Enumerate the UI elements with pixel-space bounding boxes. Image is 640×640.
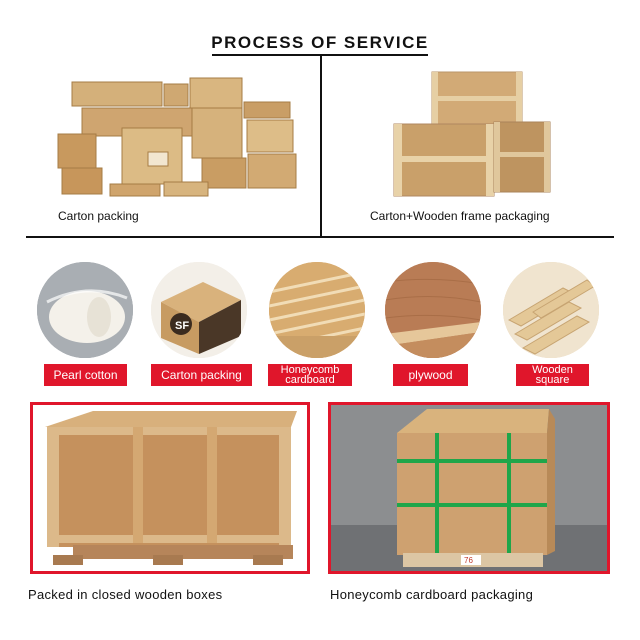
carton-packing-caption: Carton packing bbox=[58, 209, 139, 223]
closed-wooden-box-caption: Packed in closed wooden boxes bbox=[28, 587, 223, 602]
closed-wooden-box-frame bbox=[30, 402, 310, 574]
carton-wooden-frame-caption: Carton+Wooden frame packaging bbox=[370, 209, 550, 223]
sf-logo-text: SF bbox=[175, 320, 189, 332]
honeycomb-cardboard-label: Honeycomb cardboard bbox=[268, 364, 352, 386]
carton-stack-photo bbox=[57, 77, 297, 197]
closed-wooden-box-photo bbox=[33, 405, 307, 571]
carton-packing-label: Carton packing bbox=[151, 364, 252, 386]
page-title: PROCESS OF SERVICE bbox=[211, 33, 429, 52]
vertical-divider bbox=[320, 56, 322, 236]
carton-packing-photo: SF bbox=[151, 262, 247, 358]
wooden-frame-carton-photo bbox=[393, 71, 551, 197]
honeycomb-cardboard-photo bbox=[269, 262, 365, 358]
plywood-photo bbox=[385, 262, 481, 358]
plywood-label: plywood bbox=[393, 364, 468, 386]
horizontal-divider bbox=[26, 236, 614, 238]
box-tag-text: 76 bbox=[464, 556, 473, 565]
wooden-square-label: Wooden square bbox=[516, 364, 589, 386]
honeycomb-box-photo: 76 bbox=[331, 405, 607, 571]
honeycomb-box-caption: Honeycomb cardboard packaging bbox=[330, 587, 534, 602]
honeycomb-box-frame: 76 bbox=[328, 402, 610, 574]
wooden-square-photo bbox=[503, 262, 599, 358]
pearl-cotton-label: Pearl cotton bbox=[44, 364, 127, 386]
pearl-cotton-photo bbox=[37, 262, 133, 358]
title-underline bbox=[212, 54, 428, 56]
